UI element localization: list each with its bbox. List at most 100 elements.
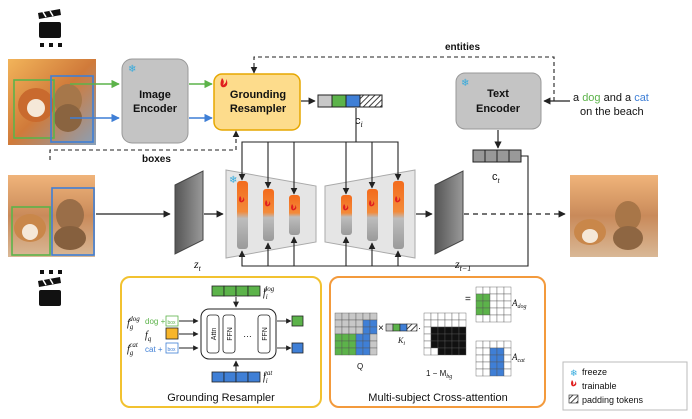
matrix-cell bbox=[348, 319, 357, 328]
snowflake-icon-unet: ❄ bbox=[229, 175, 237, 186]
ffn-label-2: FFN bbox=[262, 327, 269, 341]
prompt-line-1: a dog and a cat bbox=[573, 92, 649, 104]
matrix-cell bbox=[362, 312, 371, 321]
out-cat-token bbox=[291, 342, 304, 354]
matrix-cell bbox=[341, 347, 350, 356]
matrix-cell bbox=[482, 368, 491, 377]
matrix-cell bbox=[444, 340, 453, 349]
zt-1-latent bbox=[434, 170, 464, 255]
matrix-cell bbox=[458, 333, 467, 342]
matrix-cell bbox=[334, 347, 343, 356]
prompt-line-2: on the beach bbox=[580, 106, 644, 118]
matrix-cell bbox=[458, 347, 467, 356]
input-image-bottom bbox=[8, 175, 95, 257]
matrix-cell bbox=[489, 340, 498, 349]
matrix-cell bbox=[423, 319, 432, 328]
boxes-dashed-line bbox=[49, 130, 240, 160]
matrix-cell bbox=[362, 333, 371, 342]
msca-panel-title: Multi-subject Cross-attention bbox=[368, 392, 507, 404]
fi-dog-label: fidog bbox=[263, 285, 275, 301]
matrix-cell bbox=[475, 361, 484, 370]
matrix-cell bbox=[475, 314, 484, 323]
matrix-cell bbox=[334, 319, 343, 328]
matrix-cell bbox=[503, 314, 512, 323]
matrix-cell bbox=[362, 319, 371, 328]
matrix-cell bbox=[475, 354, 484, 363]
matrix-cell bbox=[458, 312, 467, 321]
matrix-cell bbox=[355, 340, 364, 349]
matrix-cell bbox=[458, 340, 467, 349]
ct-token-strip bbox=[472, 149, 522, 163]
q-label: Q bbox=[357, 362, 363, 371]
matrix-cell bbox=[369, 326, 378, 335]
f-dog-label: fgdog bbox=[127, 315, 140, 331]
boxes-label: boxes bbox=[142, 154, 171, 165]
box-word-cat: box bbox=[168, 347, 177, 353]
k-tokens bbox=[385, 323, 418, 332]
matrix-cell bbox=[348, 340, 357, 349]
matrix-cell bbox=[489, 347, 498, 356]
a-cat-matrix bbox=[475, 340, 512, 377]
matrix-cell bbox=[334, 326, 343, 335]
msca-panel: Q × Ki · 1 − Mbg = Adog Acat Multi-subje… bbox=[329, 276, 546, 408]
matrix-cell bbox=[334, 333, 343, 342]
matrix-cell bbox=[496, 368, 505, 377]
text-encoder-label-2: Encoder bbox=[476, 103, 521, 115]
cat-word: cat + bbox=[145, 345, 163, 354]
matrix-cell bbox=[489, 354, 498, 363]
a-dog-matrix bbox=[475, 286, 512, 323]
matrix-cell bbox=[348, 333, 357, 342]
matrix-cell bbox=[482, 286, 491, 295]
attn-label-1: Attn bbox=[211, 328, 218, 341]
clapperboard-icon-top bbox=[38, 9, 61, 38]
matrix-cell bbox=[503, 347, 512, 356]
matrix-cell bbox=[451, 312, 460, 321]
matrix-cell bbox=[482, 340, 491, 349]
matrix-cell bbox=[437, 319, 446, 328]
ellipsis-icon-bottom bbox=[40, 270, 62, 274]
matrix-cell bbox=[503, 361, 512, 370]
matrix-cell bbox=[496, 293, 505, 302]
matrix-cell bbox=[362, 347, 371, 356]
matrix-cell bbox=[430, 312, 439, 321]
ct-label: ct bbox=[492, 171, 501, 185]
matrix-cell bbox=[355, 326, 364, 335]
matrix-cell bbox=[334, 312, 343, 321]
matrix-cell bbox=[475, 307, 484, 316]
svg-text:❄: ❄ bbox=[128, 64, 136, 75]
matrix-cell bbox=[430, 347, 439, 356]
mask-matrix bbox=[423, 312, 467, 356]
grounding-resampler-block: Grounding Resampler bbox=[213, 73, 301, 131]
ci-token-strip bbox=[317, 94, 383, 108]
f-cat-label: fgcat bbox=[127, 341, 139, 357]
matrix-cell bbox=[423, 326, 432, 335]
matrix-cell bbox=[496, 307, 505, 316]
snowflake-icon-text: ❄ bbox=[461, 78, 469, 89]
matrix-cell bbox=[482, 354, 491, 363]
grounding-resampler-label-2: Resampler bbox=[230, 103, 287, 115]
entities-label: entities bbox=[445, 42, 480, 53]
mask-dot: · bbox=[418, 323, 421, 333]
matrix-cell bbox=[451, 319, 460, 328]
dog-word: dog + bbox=[145, 317, 166, 326]
unet: ❄ bbox=[225, 169, 416, 259]
matrix-cell bbox=[430, 326, 439, 335]
matrix-cell bbox=[355, 347, 364, 356]
fi-dog-tokens bbox=[211, 285, 261, 297]
a-cat-label: Acat bbox=[511, 352, 525, 364]
matrix-cell bbox=[355, 319, 364, 328]
matrix-cell bbox=[475, 300, 484, 309]
fq-token bbox=[165, 327, 179, 340]
text-encoder-label-1: Text bbox=[487, 88, 509, 100]
matrix-cell bbox=[369, 312, 378, 321]
legend-padding: padding tokens bbox=[582, 395, 644, 405]
image-encoder-label-2: Encoder bbox=[133, 103, 178, 115]
matrix-cell bbox=[444, 333, 453, 342]
times-symbol: × bbox=[378, 323, 384, 334]
snowflake-icon: ❄ bbox=[128, 64, 136, 75]
zt-label: zt bbox=[193, 257, 202, 273]
matrix-cell bbox=[451, 326, 460, 335]
svg-text:❄: ❄ bbox=[229, 175, 237, 186]
equals-symbol: = bbox=[465, 294, 471, 305]
matrix-cell bbox=[475, 340, 484, 349]
